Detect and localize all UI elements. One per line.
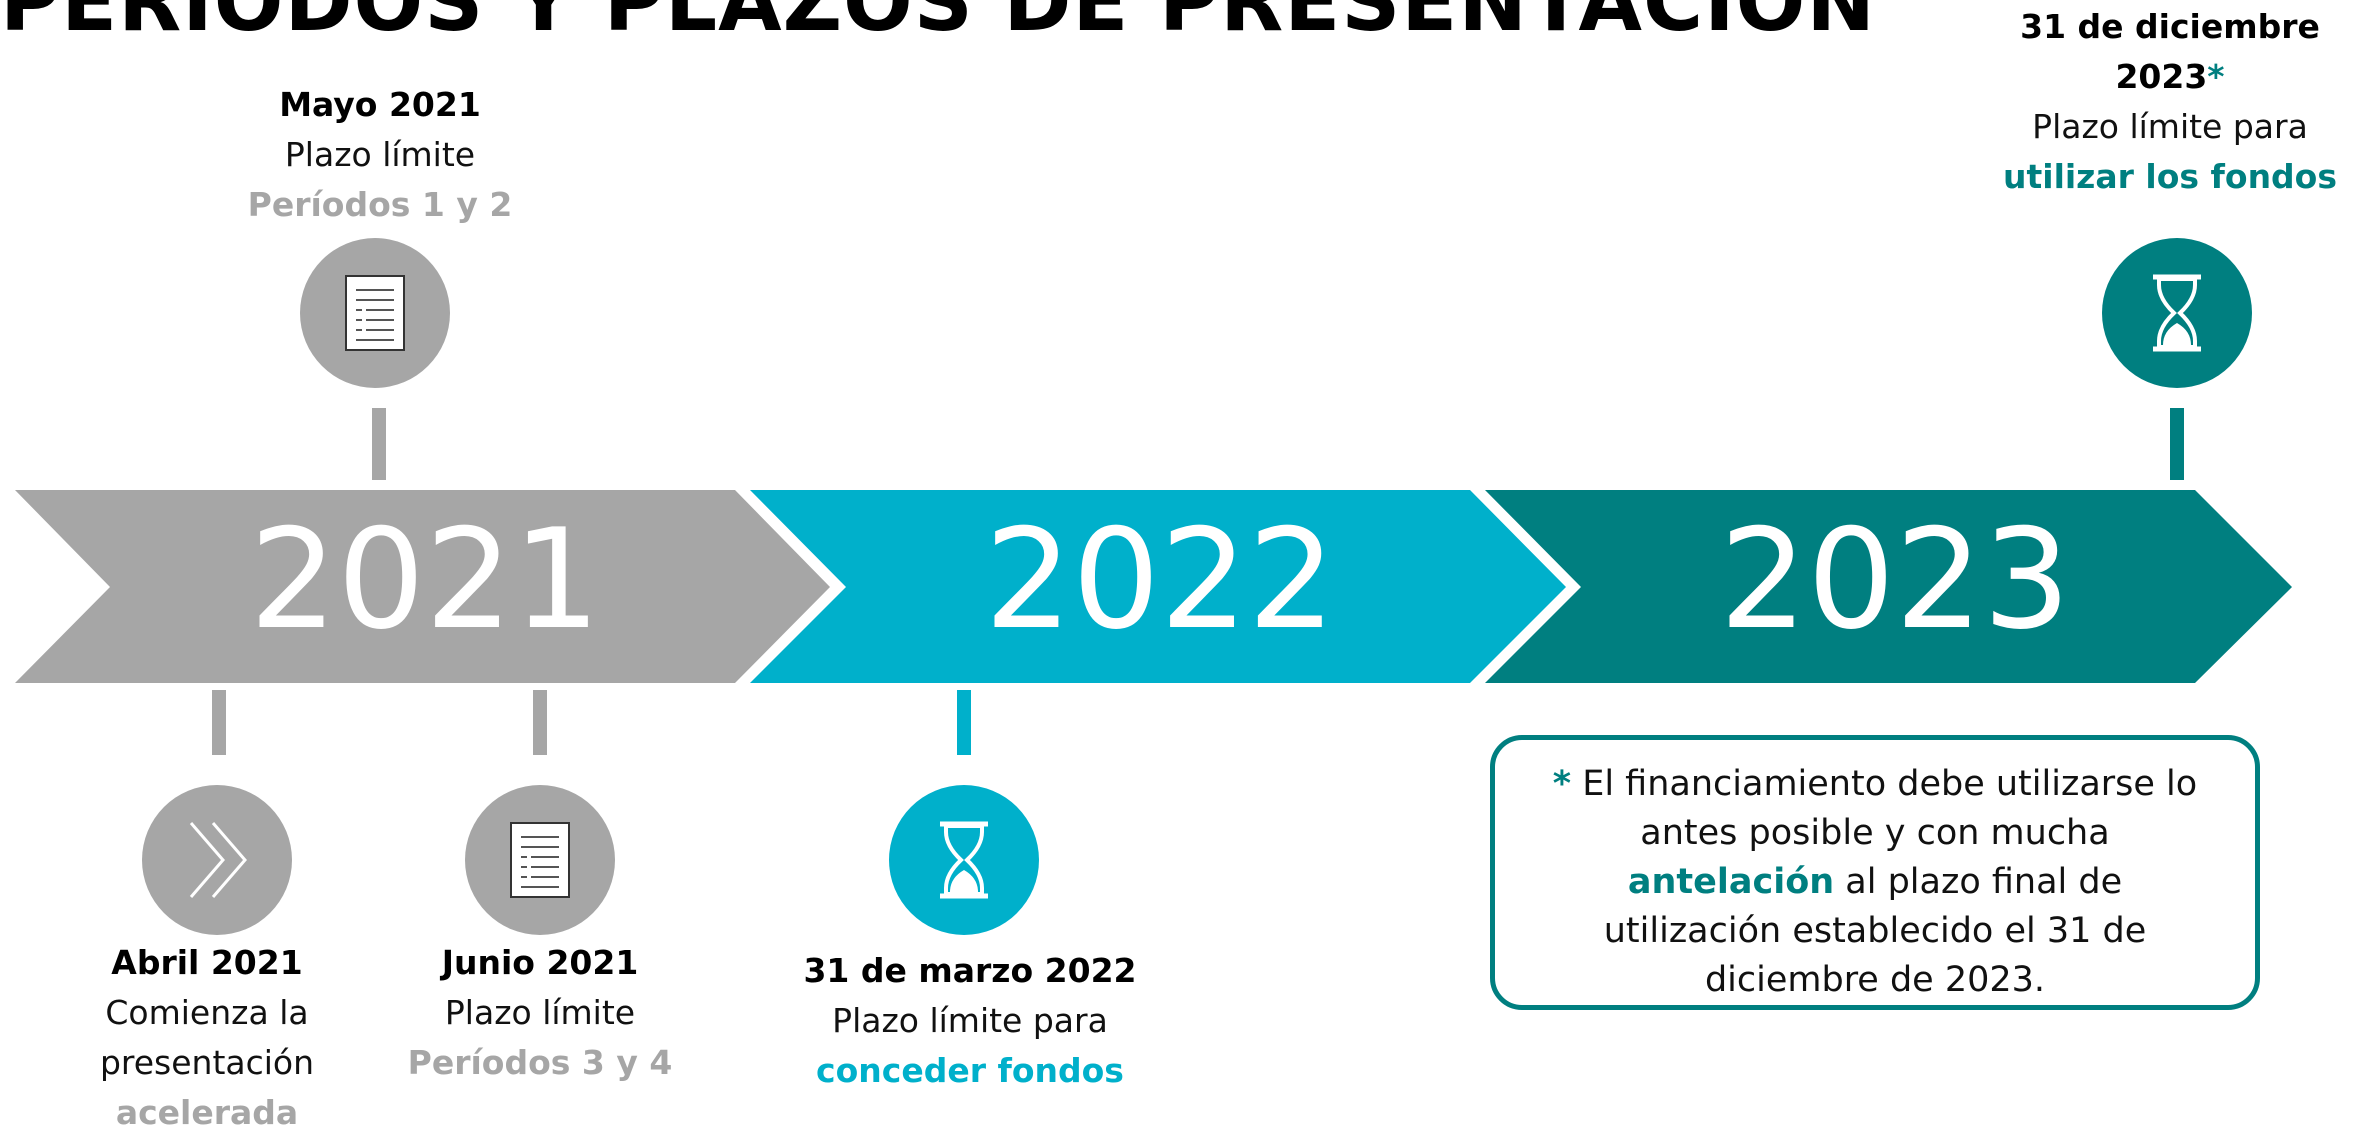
note-emphasis: antelación xyxy=(1627,862,1835,902)
tick-marzo-2022 xyxy=(957,690,971,755)
milestone-year: 2023 xyxy=(2115,57,2208,96)
page-title: PERIODOS Y PLAZOS DE PRESENTACIÓN xyxy=(0,0,1876,50)
note-text: al plazo final de utilización establecid… xyxy=(1603,862,2147,1000)
note-text: El financiamiento debe utilizarse lo ant… xyxy=(1571,764,2198,853)
chevron-2023 xyxy=(1485,490,2292,683)
chevron-2021 xyxy=(15,490,830,683)
milestone-junio-2021: Junio 2021 Plazo límite Períodos 3 y 4 xyxy=(370,938,710,1088)
tick-diciembre-2023 xyxy=(2170,408,2184,480)
year-2023-label: 2023 xyxy=(1719,499,2071,660)
asterisk-marker: * xyxy=(1552,764,1572,804)
milestone-date: Abril 2021 xyxy=(111,943,303,982)
milestone-date: 31 de marzo 2022 xyxy=(803,951,1137,990)
milestone-mayo-2021: Mayo 2021 Plazo límite Períodos 1 y 2 xyxy=(200,80,560,230)
funding-note-box: * El financiamiento debe utilizarse lo a… xyxy=(1490,735,2260,1010)
milestone-marzo-2022: 31 de marzo 2022 Plazo límite para conce… xyxy=(770,946,1170,1096)
document-icon xyxy=(300,238,450,388)
asterisk-marker: * xyxy=(2207,57,2225,96)
milestone-text: Plazo límite para xyxy=(832,1001,1108,1040)
milestone-date: 31 de diciembre xyxy=(2020,7,2320,46)
milestone-text: Plazo límite xyxy=(444,993,636,1032)
milestone-highlight: utilizar los fondos xyxy=(2002,157,2337,196)
hourglass-icon xyxy=(2102,238,2252,388)
milestone-highlight: acelerada xyxy=(115,1093,299,1132)
tick-mayo-2021 xyxy=(372,408,386,480)
milestone-date: Mayo 2021 xyxy=(279,85,481,124)
year-2021-label: 2021 xyxy=(249,499,601,660)
tick-junio-2021 xyxy=(533,690,547,755)
milestone-text: presentación xyxy=(99,1043,315,1082)
hourglass-icon xyxy=(889,785,1039,935)
year-2022-label: 2022 xyxy=(984,499,1336,660)
milestone-text: Comienza la xyxy=(105,993,309,1032)
tick-abril-2021 xyxy=(212,690,226,755)
document-icon xyxy=(465,785,615,935)
milestone-highlight: conceder fondos xyxy=(816,1051,1124,1090)
milestone-date: Junio 2021 xyxy=(441,943,639,982)
milestone-text: Plazo límite para xyxy=(2032,107,2308,146)
milestone-date-year: 2023* xyxy=(1980,52,2360,102)
chevron-2022 xyxy=(750,490,1566,683)
double-chevron-right-icon xyxy=(142,785,292,935)
milestone-abril-2021: Abril 2021 Comienza la presentación acel… xyxy=(57,938,357,1138)
milestone-highlight: Períodos 1 y 2 xyxy=(247,185,513,224)
milestone-highlight: Períodos 3 y 4 xyxy=(407,1043,673,1082)
milestone-text: Plazo límite xyxy=(284,135,476,174)
milestone-diciembre-2023: 31 de diciembre 2023* Plazo límite para … xyxy=(1980,2,2360,202)
